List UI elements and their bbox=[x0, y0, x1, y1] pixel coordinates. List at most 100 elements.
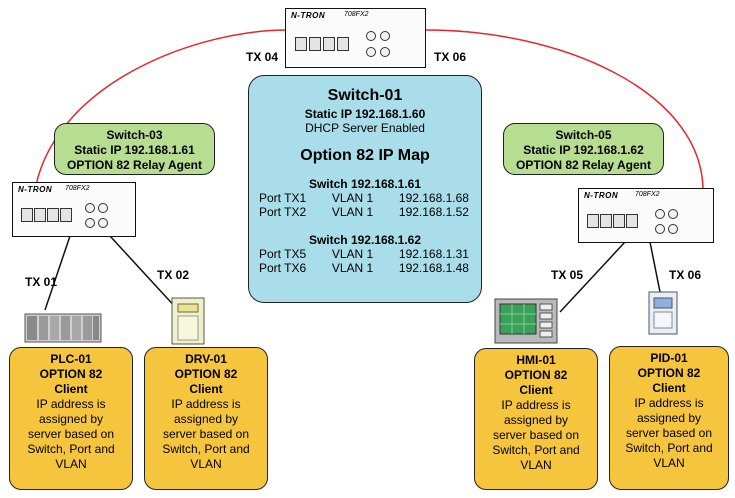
link-hmi bbox=[559, 241, 626, 313]
map-row-vlan: VLAN 1 bbox=[331, 205, 374, 219]
fiber-port-icon bbox=[380, 47, 390, 57]
map-row: Port TX1 VLAN 1 192.168.1.68 bbox=[249, 191, 481, 205]
map-row-port: Port TX5 bbox=[259, 247, 307, 261]
fiber-port-icon bbox=[668, 224, 678, 234]
map-row: Port TX5 VLAN 1 192.168.1.31 bbox=[249, 247, 481, 261]
client-option: OPTION 82 bbox=[39, 367, 103, 381]
option82-map-title: Option 82 IP Map bbox=[300, 147, 430, 164]
client-desc: server based on bbox=[492, 428, 580, 442]
client-role: Client bbox=[54, 382, 88, 396]
plc-icon bbox=[24, 313, 102, 343]
client-option: OPTION 82 bbox=[637, 366, 701, 380]
map-row-ip: 192.168.1.48 bbox=[398, 261, 469, 275]
client-desc: server based on bbox=[625, 426, 713, 440]
link-drv bbox=[109, 235, 179, 311]
ring-link-left bbox=[35, 29, 288, 186]
client-desc: VLAN bbox=[55, 457, 87, 471]
fiber-port-icon bbox=[380, 31, 390, 41]
client-desc: assigned by bbox=[173, 412, 239, 426]
client-desc: assigned by bbox=[636, 411, 702, 425]
client-desc: server based on bbox=[162, 427, 250, 441]
client-desc: assigned by bbox=[503, 413, 569, 427]
client-option: OPTION 82 bbox=[174, 367, 238, 381]
client-drv-01-box: DRV-01 OPTION 82 Client IP address is as… bbox=[144, 347, 268, 490]
client-name: DRV-01 bbox=[185, 352, 227, 366]
map-row-vlan: VLAN 1 bbox=[331, 247, 374, 261]
client-option: OPTION 82 bbox=[504, 368, 568, 382]
fiber-port-icon bbox=[366, 47, 376, 57]
map-row-port: Port TX1 bbox=[259, 191, 307, 205]
link-pid bbox=[649, 241, 661, 293]
switch-brand: N-TRON bbox=[584, 191, 619, 200]
rj45-port-icon bbox=[47, 208, 59, 222]
port-label-tx05: TX 05 bbox=[551, 268, 584, 282]
client-hmi-01-box: HMI-01 OPTION 82 Client IP address is as… bbox=[474, 348, 598, 490]
rj45-port-icon bbox=[309, 37, 321, 51]
map-row-vlan: VLAN 1 bbox=[331, 261, 374, 275]
rj45-port-icon bbox=[21, 208, 33, 222]
client-name: PLC-01 bbox=[50, 352, 92, 366]
switch03-info-box: Switch-03 Static IP 192.168.1.61 OPTION … bbox=[54, 123, 215, 175]
switch-brand: N-TRON bbox=[291, 11, 326, 20]
port-label-tx02: TX 02 bbox=[157, 268, 190, 282]
rj45-port-icon bbox=[323, 37, 335, 51]
fiber-port-icon bbox=[98, 203, 108, 213]
map-row-ip: 192.168.1.31 bbox=[398, 247, 469, 261]
switch05-title: Switch-05 bbox=[555, 128, 612, 142]
switch05-static-ip: Static IP 192.168.1.62 bbox=[523, 143, 644, 157]
switch-brand: N-TRON bbox=[18, 185, 53, 194]
switch-model: 708FX2 bbox=[65, 185, 90, 192]
switch01-title: Switch-01 bbox=[327, 87, 403, 104]
rj45-port-icon bbox=[60, 208, 72, 222]
client-desc: IP address is bbox=[171, 397, 241, 411]
map-row: Port TX2 VLAN 1 192.168.1.52 bbox=[249, 205, 481, 219]
fiber-port-icon bbox=[85, 218, 95, 228]
map-row: Port TX6 VLAN 1 192.168.1.48 bbox=[249, 261, 481, 275]
rj45-port-icon bbox=[587, 214, 599, 228]
rj45-port-icon bbox=[34, 208, 46, 222]
map-row-port: Port TX2 bbox=[259, 205, 307, 219]
hmi-icon bbox=[494, 298, 558, 344]
map-group-heading: Switch 192.168.1.61 bbox=[308, 177, 422, 191]
port-label-tx01: TX 01 bbox=[25, 275, 58, 289]
switch03-role: OPTION 82 Relay Agent bbox=[67, 158, 202, 172]
ring-link-right bbox=[425, 29, 704, 189]
map-row-ip: 192.168.1.68 bbox=[398, 191, 469, 205]
client-name: HMI-01 bbox=[516, 353, 556, 367]
client-desc: Switch, Port and bbox=[27, 442, 115, 456]
client-desc: VLAN bbox=[520, 458, 552, 472]
fiber-port-icon bbox=[366, 31, 376, 41]
link-plc bbox=[44, 235, 71, 311]
rj45-port-icon bbox=[613, 214, 625, 228]
switch01-info-box: Switch-01 Static IP 192.168.1.60 DHCP Se… bbox=[248, 75, 482, 303]
rj45-port-icon bbox=[626, 214, 638, 228]
client-role: Client bbox=[519, 383, 553, 397]
port-label-tx04: TX 04 bbox=[246, 50, 279, 64]
client-plc-01-box: PLC-01 OPTION 82 Client IP address is as… bbox=[9, 347, 133, 490]
fiber-port-icon bbox=[668, 209, 678, 219]
client-desc: VLAN bbox=[190, 457, 222, 471]
switch01-static-ip: Static IP 192.168.1.60 bbox=[304, 107, 426, 121]
client-desc: IP address is bbox=[634, 396, 704, 410]
client-name: PID-01 bbox=[650, 351, 688, 365]
rj45-port-icon bbox=[600, 214, 612, 228]
map-row-vlan: VLAN 1 bbox=[331, 191, 374, 205]
client-desc: VLAN bbox=[653, 456, 685, 470]
client-role: Client bbox=[189, 382, 223, 396]
port-label-tx06: TX 06 bbox=[669, 268, 702, 282]
pid-controller-icon bbox=[648, 291, 678, 335]
map-row-ip: 192.168.1.52 bbox=[398, 205, 469, 219]
switch05-info-box: Switch-05 Static IP 192.168.1.62 OPTION … bbox=[503, 123, 664, 175]
map-group-heading: Switch 192.168.1.62 bbox=[308, 233, 422, 247]
client-desc: Switch, Port and bbox=[162, 442, 250, 456]
client-desc: IP address is bbox=[501, 398, 571, 412]
client-desc: IP address is bbox=[36, 397, 106, 411]
switch01-dhcp-status: DHCP Server Enabled bbox=[305, 121, 425, 135]
switch03-static-ip: Static IP 192.168.1.61 bbox=[74, 143, 195, 157]
rj45-port-icon bbox=[295, 37, 307, 51]
client-pid-01-box: PID-01 OPTION 82 Client IP address is as… bbox=[609, 346, 729, 490]
fiber-port-icon bbox=[85, 203, 95, 213]
switch05-role: OPTION 82 Relay Agent bbox=[516, 158, 651, 172]
switch03-device-icon: N-TRON 708FX2 bbox=[12, 182, 136, 237]
